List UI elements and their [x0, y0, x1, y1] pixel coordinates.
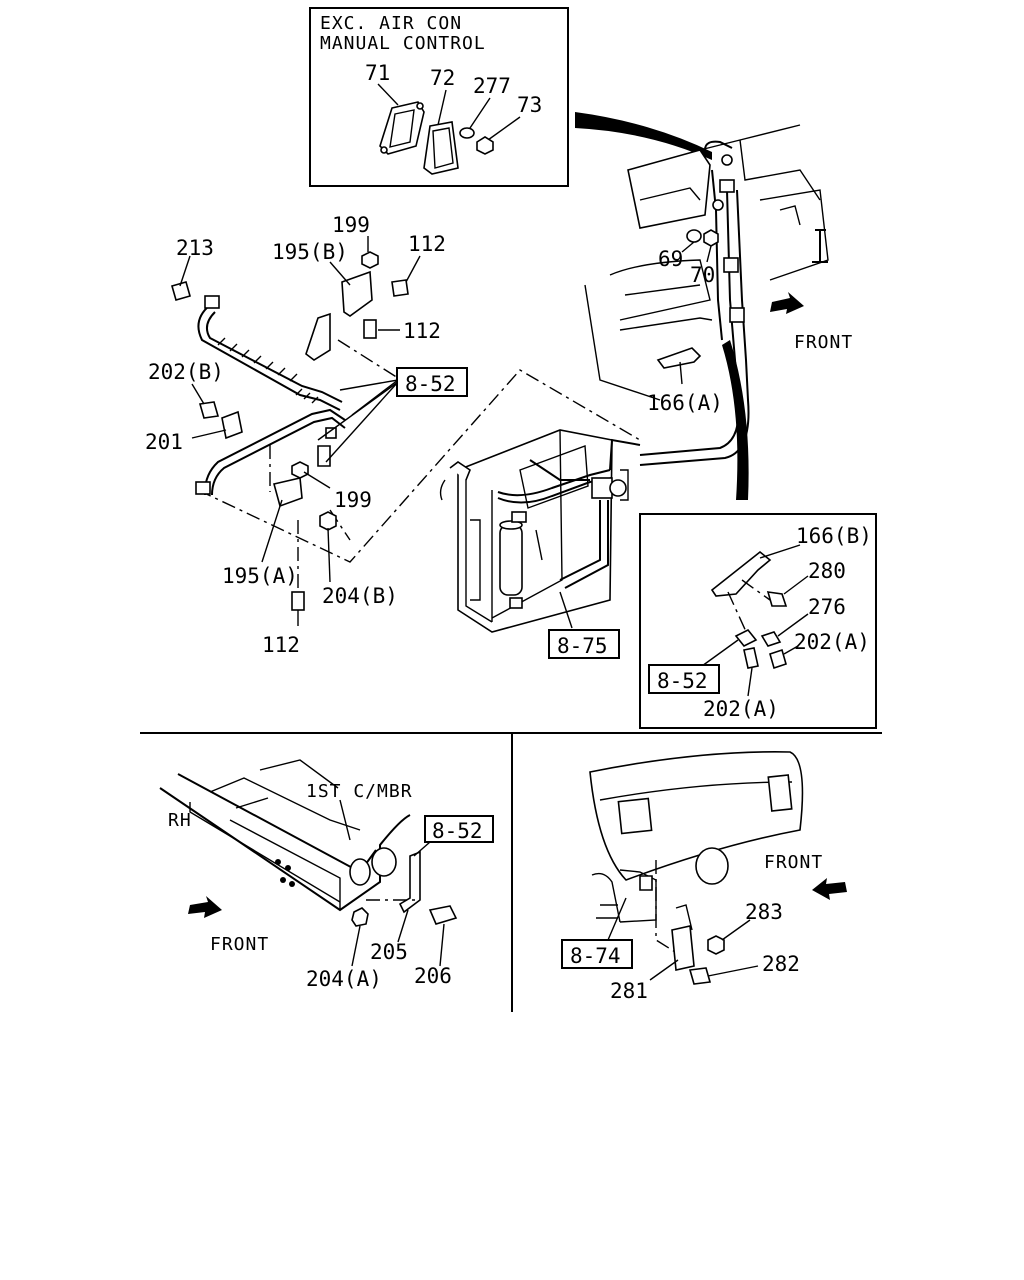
label-202a-1: 202(A): [794, 630, 870, 654]
label-72: 72: [430, 66, 455, 90]
refbox-8-52-bl[interactable]: [424, 815, 494, 843]
label-112a: 112: [408, 232, 446, 256]
label-276: 276: [808, 595, 846, 619]
clip-276-icon: [734, 628, 758, 648]
label-166b: 166(B): [796, 524, 872, 548]
bracket-205-icon: [398, 850, 421, 914]
bolt-202b-icon: [198, 401, 220, 419]
bracket-281-icon: [671, 925, 695, 971]
label-1st-cmbr: 1ST C/MBR: [306, 781, 413, 802]
nut-283-icon: [707, 935, 725, 955]
refbox-8-52-main-label: 8-52: [405, 372, 456, 396]
label-280: 280: [808, 559, 846, 583]
bracket-195a-icon: [273, 477, 303, 508]
bolt-206-icon: [428, 905, 458, 925]
label-202a-2: 202(A): [703, 697, 779, 721]
condenser-assembly: 8-75: [439, 429, 641, 659]
label-199a: 199: [332, 213, 370, 237]
label-204b: 204(B): [322, 584, 398, 608]
label-281: 281: [610, 979, 648, 1003]
bracket-195b-icon: [341, 270, 373, 317]
label-199b: 199: [334, 488, 372, 512]
callout-arrow-right: [722, 340, 749, 500]
bolt-202a-1-icon: [769, 648, 787, 670]
label-front-bl: FRONT: [210, 934, 269, 955]
label-204a: 204(A): [306, 967, 382, 991]
refbox-8-52-bl-label: 8-52: [432, 819, 483, 843]
refbox-8-74[interactable]: [561, 939, 633, 969]
label-202b: 202(B): [148, 360, 224, 384]
refbox-8-75[interactable]: [548, 629, 620, 659]
label-213: 213: [176, 236, 214, 260]
label-112c: 112: [262, 633, 300, 657]
label-282: 282: [762, 952, 800, 976]
label-front-main: FRONT: [794, 332, 853, 353]
bolt-112c-icon: [291, 591, 305, 611]
bumper-detail: 8-74 FRONT 283 282 281: [561, 751, 847, 1003]
vehicle-body-area: 69 70 FRONT 166(A): [584, 124, 853, 500]
nut-199b-icon: [291, 461, 309, 479]
label-73: 73: [517, 93, 542, 117]
refbox-8-75-label: 8-75: [557, 634, 608, 658]
cross-member-detail: 8-52 1ST C/MBR RH FRONT 205 206 204(A): [159, 759, 494, 991]
bracket-166a-icon: [656, 347, 702, 369]
label-277: 277: [473, 74, 511, 98]
label-front-br: FRONT: [764, 852, 823, 873]
bolt-202a-2-icon: [743, 647, 759, 669]
refbox-8-52-inset-label: 8-52: [657, 669, 708, 693]
washer-277-icon: [459, 127, 475, 139]
nut-199a-icon: [361, 251, 379, 269]
inset-bracket-detail: 166(B) 280 276 202(A) 202(A) 8-52: [639, 513, 877, 729]
label-283: 283: [745, 900, 783, 924]
refbox-8-52-main[interactable]: [396, 367, 468, 397]
bolt-112b-icon: [363, 319, 377, 339]
label-166a: 166(A): [647, 391, 723, 415]
nut-204a-icon: [351, 907, 369, 927]
inset-exc-air-con: EXC. AIR CON MANUAL CONTROL 71 72 277 73: [309, 7, 569, 187]
nut-70-icon: [703, 229, 719, 247]
refbox-8-52-inset[interactable]: [648, 664, 720, 694]
label-70: 70: [690, 263, 715, 287]
label-201: 201: [145, 430, 183, 454]
bracket-166b-icon: [710, 550, 772, 597]
label-69: 69: [658, 247, 683, 271]
label-112b: 112: [403, 319, 441, 343]
label-195b: 195(B): [272, 240, 348, 264]
label-206: 206: [414, 964, 452, 988]
inset-title-line2: MANUAL CONTROL: [320, 33, 486, 54]
label-195a: 195(A): [222, 564, 298, 588]
bolt-282-icon: [688, 967, 712, 985]
front-arrow-bl-icon: [188, 896, 222, 918]
inset-title-line1: EXC. AIR CON: [320, 13, 462, 34]
nut-204b-icon: [319, 511, 337, 531]
callout-arrow-top: [575, 112, 712, 160]
pipe-harness: 8-52 199 195(B) 112 213 112 202(B) 201 1…: [145, 213, 641, 657]
bolt-112a-icon: [391, 279, 409, 297]
label-rh: RH: [168, 810, 192, 831]
refbox-8-74-label: 8-74: [570, 944, 621, 968]
label-71: 71: [365, 61, 390, 85]
label-205: 205: [370, 940, 408, 964]
nut-73-icon: [476, 136, 494, 155]
receiver-drier-icon: [499, 524, 523, 596]
front-arrow-br-icon: [812, 878, 847, 900]
bolt-280-icon: [766, 591, 788, 607]
front-arrow-icon: [770, 292, 804, 314]
clip-201-icon: [221, 410, 243, 440]
washer-69-icon: [686, 229, 702, 243]
